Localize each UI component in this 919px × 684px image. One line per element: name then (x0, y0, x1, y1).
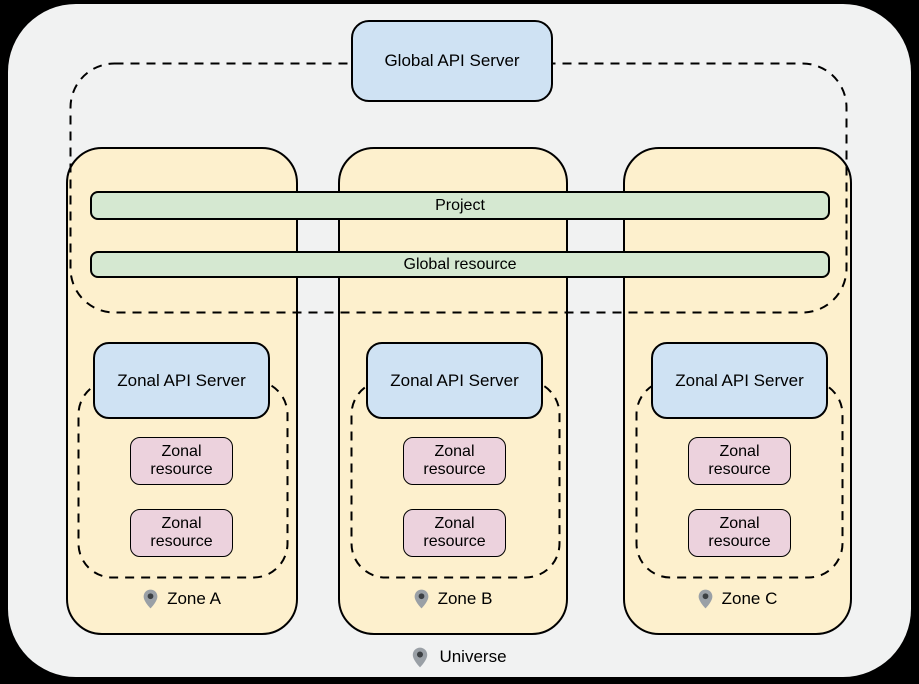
project-label: Project (435, 196, 485, 214)
global-api-server-box: Global API Server (351, 20, 553, 102)
zone-a-resource-1: Zonal resource (130, 437, 233, 485)
zone-b-resource-2-label: Zonal resource (423, 514, 486, 550)
zone-b-label-row: Zone B (338, 585, 568, 613)
zone-c-resource-1: Zonal resource (688, 437, 791, 485)
zone-c-api-server-label: Zonal API Server (675, 370, 804, 390)
location-pin-icon (143, 589, 158, 609)
zone-a-api-server-label: Zonal API Server (117, 370, 246, 390)
zone-a-name: Zone A (167, 589, 221, 608)
zone-b-resource-2: Zonal resource (403, 509, 506, 557)
zone-a-api-server-box: Zonal API Server (93, 342, 270, 419)
zone-c-name: Zone C (721, 589, 778, 608)
zone-c-resource-2: Zonal resource (688, 509, 791, 557)
global-resource-bar: Global resource (90, 251, 830, 278)
location-pin-icon (698, 589, 712, 609)
project-bar: Project (90, 191, 830, 220)
zone-c-api-server-box: Zonal API Server (651, 342, 828, 419)
universe-name: Universe (439, 647, 507, 666)
zone-b-api-server-box: Zonal API Server (366, 342, 543, 419)
zone-c-resource-1-label: Zonal resource (708, 442, 771, 478)
zone-a-resource-2: Zonal resource (130, 509, 233, 557)
zone-a-resource-2-label: Zonal resource (150, 514, 213, 550)
location-pin-icon (414, 589, 428, 609)
global-api-server-label: Global API Server (384, 51, 520, 70)
zone-b-resource-1: Zonal resource (403, 437, 506, 485)
universe-label-row: Universe (8, 642, 911, 672)
zone-b-api-server-label: Zonal API Server (390, 370, 519, 390)
zone-b-resource-1-label: Zonal resource (423, 442, 486, 478)
zone-a-label-row: Zone A (66, 585, 298, 613)
zone-a-resource-1-label: Zonal resource (150, 442, 213, 478)
location-pin-icon (413, 647, 428, 667)
global-resource-label: Global resource (403, 255, 517, 273)
zone-b-name: Zone B (437, 589, 493, 608)
zone-c-resource-2-label: Zonal resource (708, 514, 771, 550)
zone-c-label-row: Zone C (623, 585, 852, 613)
